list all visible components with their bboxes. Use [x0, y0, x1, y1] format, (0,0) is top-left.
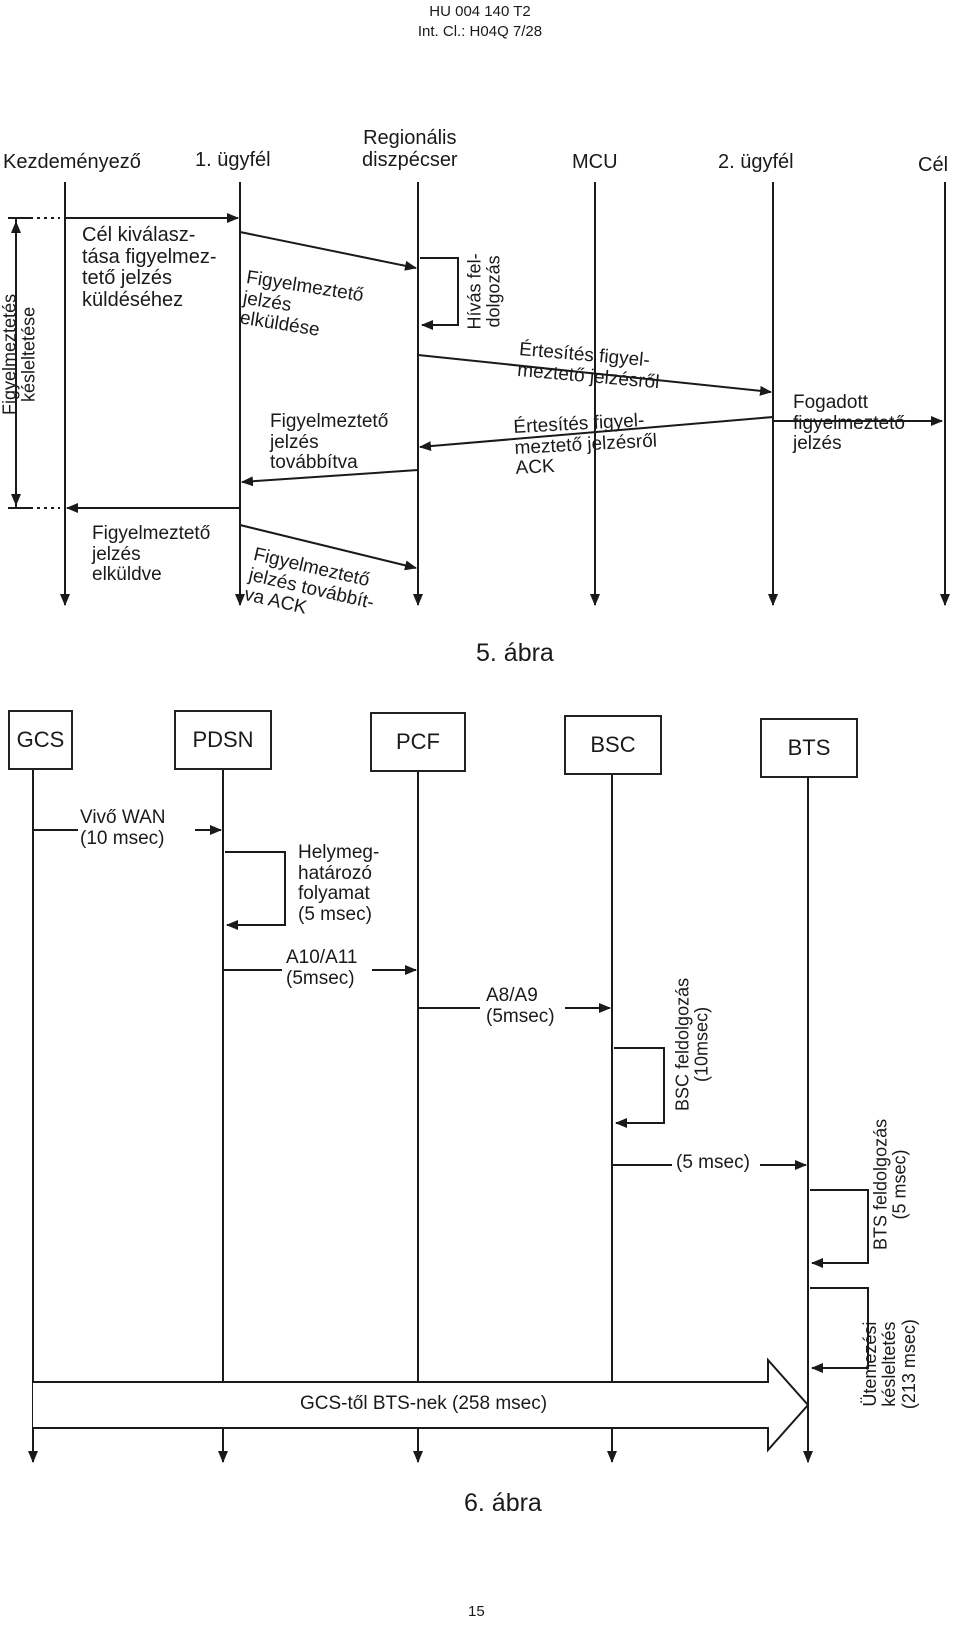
box-gcs: GCS — [8, 710, 73, 770]
figure-5-lines — [8, 182, 950, 606]
msg-bts-feldolgozas — [810, 1189, 869, 1268]
entity-kezdemenyezo: Kezdeményező — [3, 151, 141, 173]
label-fogadott: Fogadott figyelmeztető jelzés — [793, 392, 905, 455]
label-hivas-feldolgozas: Hívás fel- dolgozás — [464, 253, 504, 330]
msg-figy-tovabbitva — [241, 469, 419, 487]
box-pcf: PCF — [370, 712, 466, 772]
label-a8: A8/A9 (5msec) — [486, 985, 555, 1027]
figure-5-caption: 5. ábra — [476, 639, 554, 667]
msg-ertesites — [417, 354, 772, 396]
label-gcs-bts: GCS-től BTS-nek (258 msec) — [300, 1393, 548, 1414]
side-label-delay: Figyelmeztetés késleltetése — [0, 293, 39, 415]
label-ertesites-ack: Értesítés figyel- meztető jelzésről ACK — [512, 410, 658, 479]
label-bts-feldolgozas: BTS feldolgozás (5 msec) — [870, 1118, 910, 1250]
patent-number: HU 004 140 T2 — [429, 3, 531, 20]
label-a10: A10/A11 (5msec) — [286, 947, 358, 989]
entity-regionalis: Regionális diszpécser — [362, 127, 458, 171]
entity-mcu: MCU — [572, 151, 618, 173]
box-bts: BTS — [760, 718, 858, 778]
entity-ugyfel2: 2. ügyfél — [718, 151, 794, 173]
label-five-msec: (5 msec) — [676, 1152, 750, 1173]
msg-ertesites-ack — [419, 416, 774, 452]
label-cel-kivalasztasa: Cél kiválasz- tása figyelmez- tető jelzé… — [82, 224, 217, 311]
label-bsc-feldolgozas: BSC feldolgozás (10msec) — [672, 977, 712, 1111]
label-helymeghatarozo: Helymeg- határozó folyamat (5 msec) — [298, 842, 380, 925]
box-pdsn: PDSN — [174, 710, 272, 770]
msg-figy-tovabbitva-ack — [239, 524, 417, 571]
msg-bsc-feldolgozas — [614, 1047, 665, 1128]
figure-6-caption: 6. ábra — [464, 1489, 542, 1517]
entity-cel: Cél — [918, 154, 949, 176]
label-utemezesi: Ütemezési késleltetés (213 msec) — [859, 1319, 919, 1410]
entity-ugyfel1: 1. ügyfél — [195, 149, 271, 171]
page-number: 15 — [468, 1603, 485, 1620]
box-bsc: BSC — [564, 715, 662, 775]
msg-helymeghatarozo — [225, 851, 286, 930]
label-figy-tovabbitva: Figyelmeztető jelzés továbbítva — [270, 411, 389, 474]
classification: Int. Cl.: H04Q 7/28 — [417, 23, 543, 40]
label-vivo-wan: Vivő WAN (10 msec) — [80, 807, 166, 849]
msg-figy-elkuldese — [239, 231, 417, 271]
label-figy-elkuldve: Figyelmeztető jelzés elküldve — [92, 523, 211, 586]
msg-hivas-feldolgozas — [420, 257, 459, 330]
